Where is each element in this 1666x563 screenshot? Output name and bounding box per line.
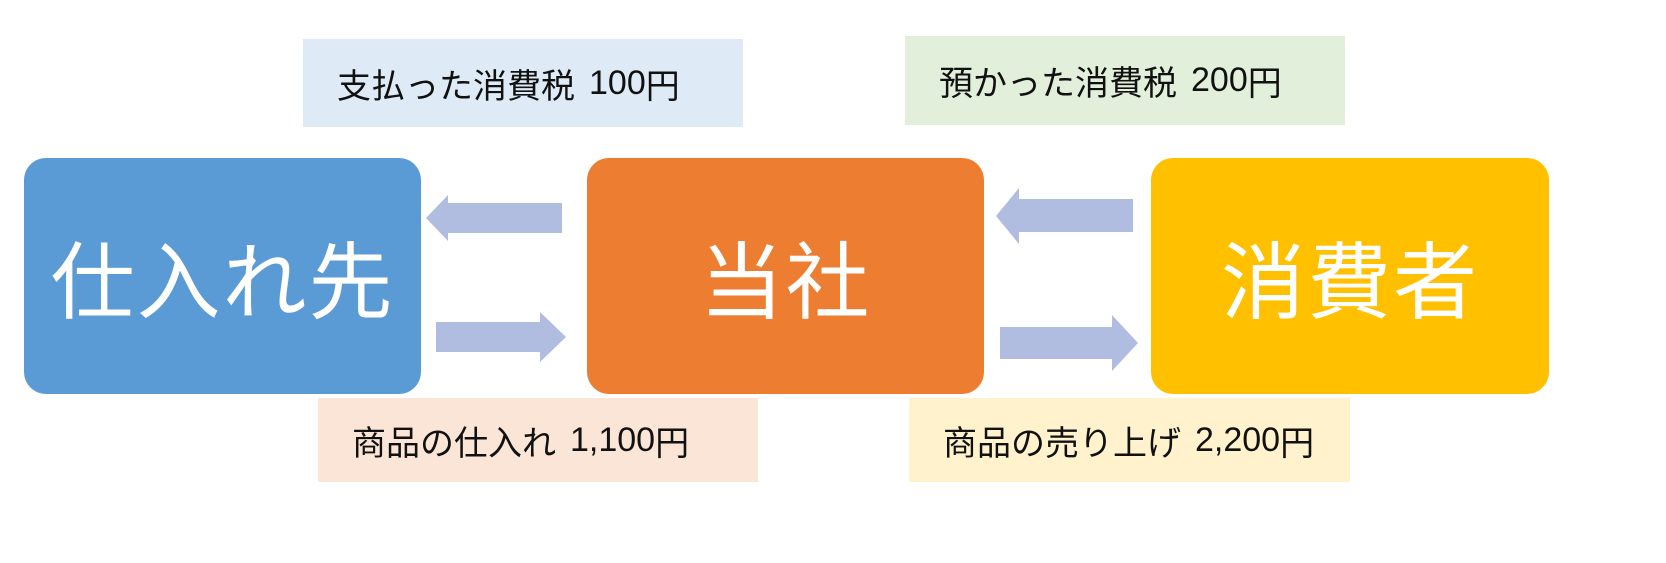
- supplier-node: 仕入れ先: [24, 158, 421, 394]
- sales-note: 商品の売り上げ 2,200 円: [909, 398, 1350, 482]
- sales-amount: 2,200: [1195, 420, 1281, 459]
- arrow-right-company: [436, 312, 566, 362]
- arrow-right-consumer: [1000, 315, 1138, 371]
- purchase-unit: 円: [655, 423, 690, 464]
- company-node: 当社: [587, 158, 984, 394]
- paid-tax-amount: 100: [589, 63, 646, 102]
- sales-label: 商品の売り上げ: [943, 423, 1181, 464]
- paid-tax-label: 支払った消費税: [337, 66, 575, 107]
- sales-unit: 円: [1280, 423, 1315, 464]
- supplier-label: 仕入れ先: [50, 233, 395, 332]
- received-tax-label: 預かった消費税: [939, 64, 1177, 104]
- consumer-node: 消費者: [1151, 158, 1549, 394]
- received-tax-amount: 200: [1191, 61, 1248, 99]
- paid-tax-note: 支払った消費税 100 円: [303, 39, 743, 127]
- paid-tax-unit: 円: [645, 66, 680, 107]
- consumer-label: 消費者: [1220, 233, 1479, 332]
- received-tax-unit: 円: [1247, 64, 1282, 104]
- received-tax-note: 預かった消費税 200 円: [905, 36, 1345, 125]
- arrow-left-company: [996, 188, 1133, 244]
- company-label: 当社: [699, 233, 872, 332]
- purchase-amount: 1,100: [570, 420, 656, 459]
- arrow-left-supplier: [426, 195, 562, 241]
- purchase-note: 商品の仕入れ 1,100 円: [318, 398, 758, 482]
- purchase-label: 商品の仕入れ: [352, 423, 556, 464]
